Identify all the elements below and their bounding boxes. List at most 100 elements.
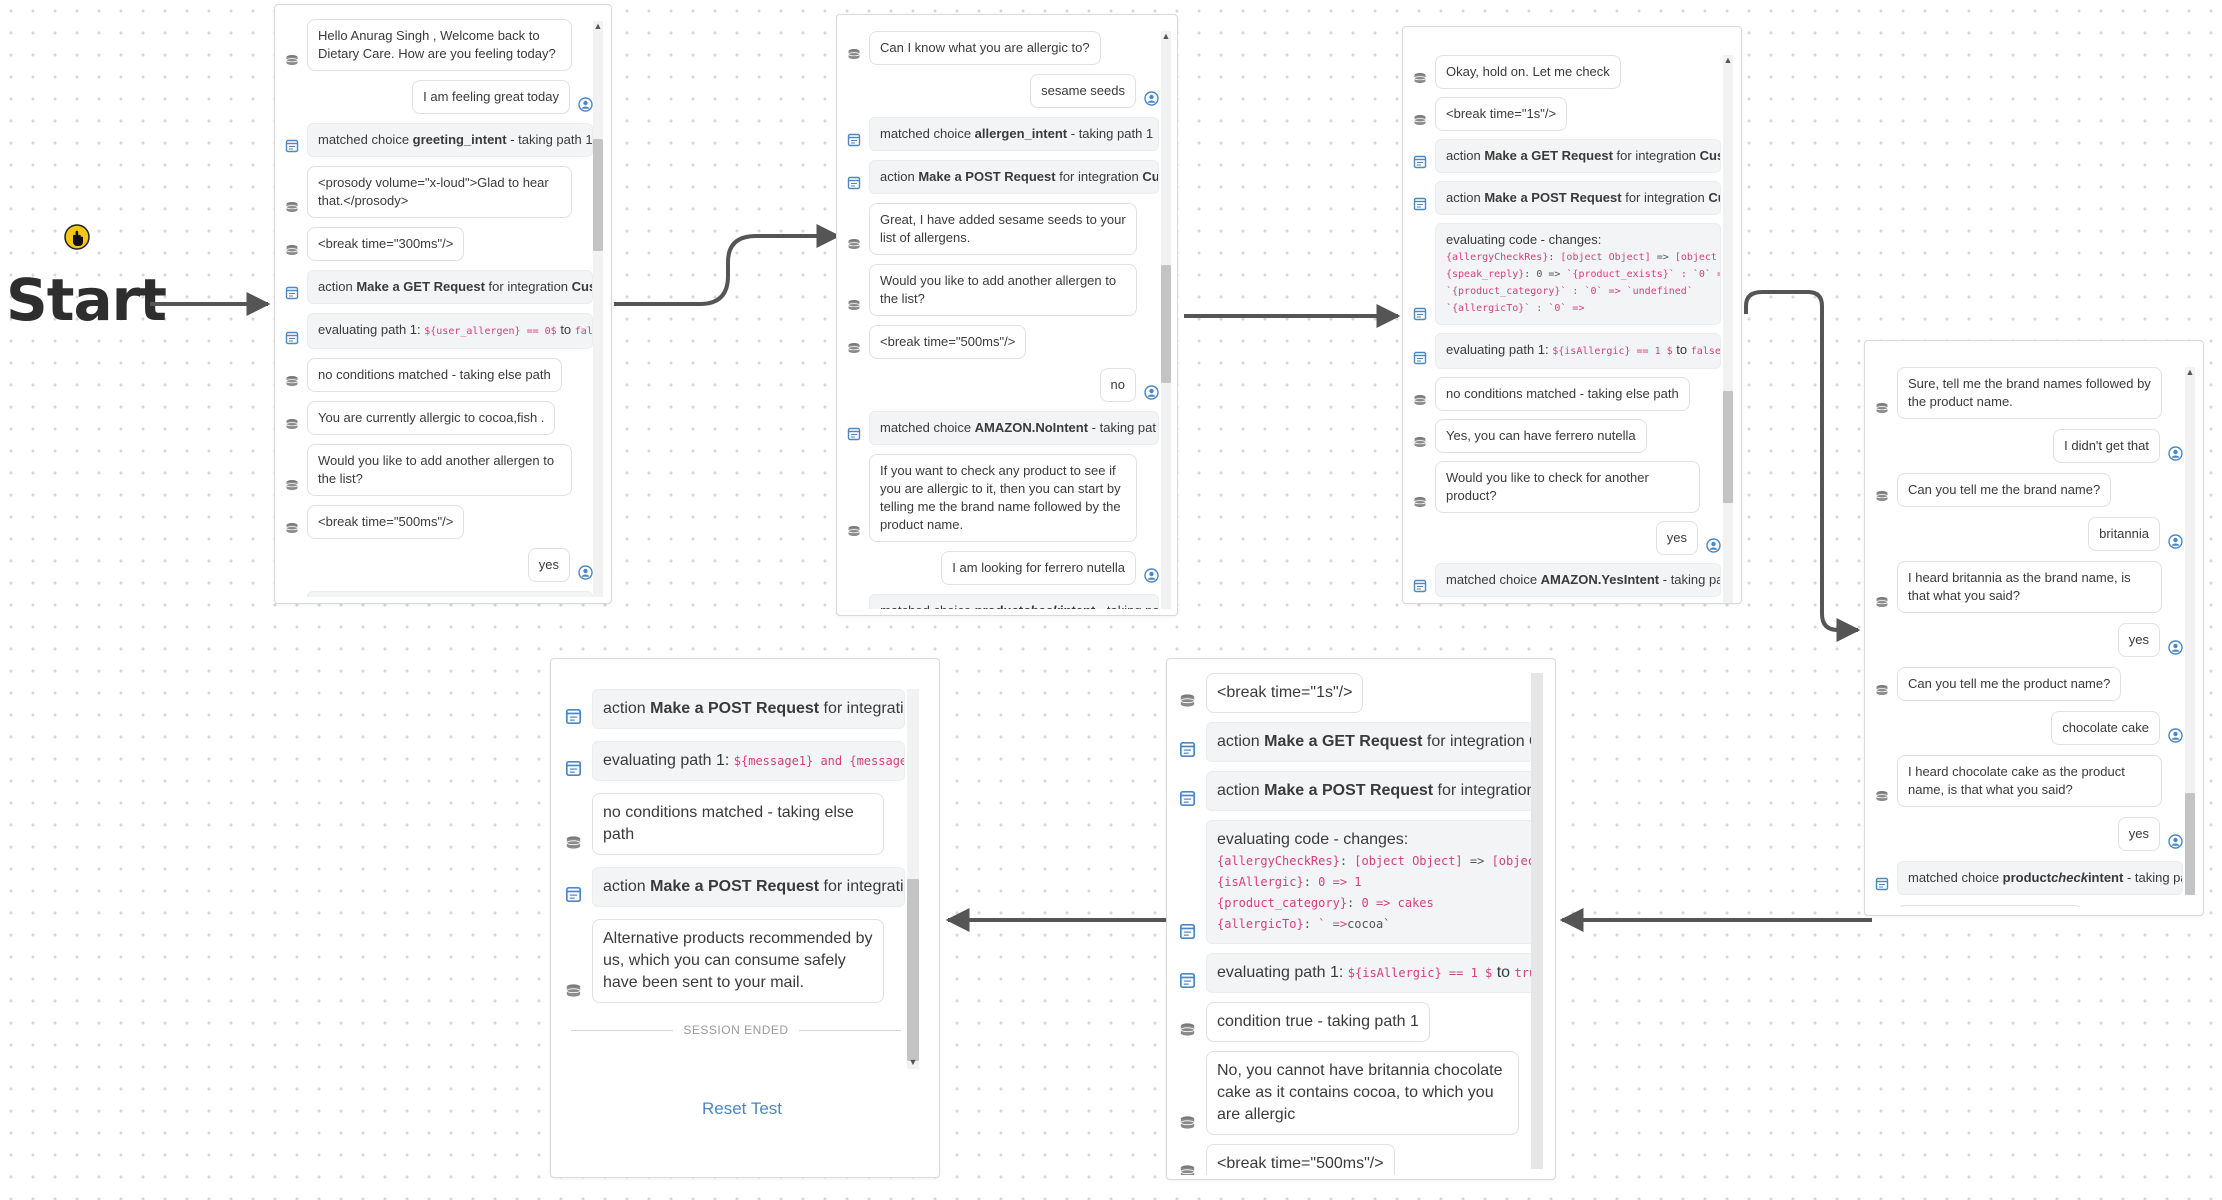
bot-icon: [286, 55, 298, 65]
log-pre: evaluating path 1:: [318, 322, 425, 337]
log-pre: action: [603, 700, 651, 717]
user-message-row: britannia: [1875, 517, 2183, 551]
user-message-row: yes: [285, 548, 593, 582]
scrollbar-p5[interactable]: [1531, 673, 1543, 1169]
user-avatar-icon: [1144, 385, 1159, 400]
log-bold2: Cus: [1699, 148, 1720, 163]
debug-log-icon: [565, 886, 582, 903]
log-bold: Make a GET Request: [1484, 148, 1613, 163]
bot-icon: [286, 523, 298, 533]
transcript-p4[interactable]: Sure, tell me the brand names followed b…: [1875, 367, 2183, 907]
bot-icon: [848, 300, 860, 310]
debug-log-icon: [1875, 877, 1889, 891]
log-pre: evaluating path 1:: [1217, 964, 1348, 981]
debug-log-icon: [1413, 197, 1427, 211]
log-bold2: Cus: [571, 279, 592, 294]
code-token: ` =>: [1318, 917, 1348, 931]
bot-message-bubble: You are currently allergic to cocoa,fish…: [307, 401, 556, 435]
debug-log-row: action Make a POST Request for integrati…: [565, 867, 905, 907]
debug-log-bubble: evaluating path 1: ${isAllergic} == 1 $ …: [1206, 953, 1543, 993]
debug-log-row: matched choice AMAZON.NoIntent - taking …: [847, 411, 1159, 445]
log-bold: product: [975, 603, 1023, 609]
debug-log-bubble: action Make a POST Request for integrati…: [1435, 181, 1721, 215]
scrollbar-p3[interactable]: ▲: [1723, 55, 1733, 603]
scrollbar-p1[interactable]: ▲: [593, 21, 603, 597]
log-post: for integration: [1055, 169, 1143, 184]
bot-message-bubble: Yes, you can have ferrero nutella: [1435, 419, 1647, 453]
debug-log-bubble: evaluating path 1: ${message1} and {mess…: [592, 741, 905, 781]
debug-log-row: evaluating path 1: ${isAllergic} == 1 $ …: [1413, 333, 1721, 369]
transcript-p2[interactable]: Can I know what you are allergic to?sesa…: [847, 31, 1159, 609]
transcript-p5[interactable]: <break time="1s"/> action Make a GET Requ…: [1179, 673, 1543, 1175]
debug-log-row: matched choice allergen_intent - taking …: [847, 117, 1159, 151]
user-message-bubble: yes: [527, 548, 570, 582]
code-token: {product_category}: [1217, 896, 1348, 910]
scrollbar-p2[interactable]: ▲: [1161, 31, 1171, 609]
transcript-p6[interactable]: action Make a POST Request for integrati…: [565, 689, 905, 1069]
log-pre: matched choice: [318, 132, 413, 147]
bot-message-row: Would you like to check for another prod…: [1413, 461, 1721, 513]
transcript-p1[interactable]: Hello Anurag Singh , Welcome back to Die…: [285, 19, 593, 597]
log-post: for integration: [1422, 733, 1530, 750]
log-post: for integration: [823, 878, 904, 895]
bot-icon: [1414, 395, 1426, 405]
code-change-line: {allergicTo}: ` =>cocoa`: [1217, 914, 1532, 935]
bot-icon: [1180, 694, 1195, 707]
debug-log-bubble: matched choice AMAZON.NoIntent - taking …: [869, 411, 1159, 445]
user-message-bubble: I am feeling great today: [412, 80, 570, 114]
chat-panel-2: Can I know what you are allergic to?sesa…: [836, 14, 1178, 616]
debug-log-bubble: matched choice AMAZON.YesIntent - taking…: [307, 591, 593, 597]
arrow-p3-to-p4: [1744, 290, 1861, 642]
log-pre: action: [318, 279, 357, 294]
bot-message-row: Sure, tell me the brand names followed b…: [1875, 367, 2183, 419]
code-separator: :: [1303, 875, 1319, 889]
debug-log-bubble: action Make a GET Request for integratio…: [1206, 722, 1543, 762]
code-token: [object Object]: [1354, 854, 1463, 868]
code-separator: : 0 =>: [1524, 269, 1567, 280]
debug-log-bubble: matched choice productcheckintent - taki…: [869, 594, 1159, 609]
log-pre: action: [1446, 190, 1485, 205]
log-pre: matched choice: [880, 603, 975, 609]
log-code: ${user_allergen} == 0$: [424, 326, 557, 337]
bot-icon: [1414, 437, 1426, 447]
log-post: for integration: [823, 700, 904, 717]
debug-log-icon: [1179, 741, 1196, 758]
debug-log-row: matched choice AMAZON.YesIntent - taking…: [285, 591, 593, 597]
log-pre: action: [1217, 733, 1265, 750]
debug-log-icon: [285, 331, 299, 345]
debug-log-bubble: action Make a POST Request for integrati…: [592, 689, 905, 729]
bot-message-bubble: <break time="500ms"/>: [307, 505, 465, 539]
debug-log-icon: [1179, 790, 1196, 807]
log-post: - taking pa: [1095, 603, 1158, 609]
log-code2: fal: [574, 326, 593, 337]
user-message-bubble: yes: [2117, 623, 2160, 657]
bot-message-row: <break time="300ms"/>: [285, 227, 593, 261]
bot-message-bubble: <break time="1s"/>: [1206, 673, 1364, 713]
bot-message-row: no conditions matched - taking else path: [285, 358, 593, 392]
start-label: Start: [6, 266, 167, 334]
code-token: [object Object]: [1560, 252, 1651, 263]
bot-icon: [566, 984, 581, 997]
log-post: - taking pa: [1659, 572, 1721, 587]
user-message-row: no: [847, 368, 1159, 402]
log-code: ${isAllergic} == 1 $: [1552, 346, 1673, 357]
bot-icon: [1180, 1023, 1195, 1036]
debug-log-row: evaluating code - changes:{allergyCheckR…: [1179, 820, 1543, 944]
bot-message-row: Alternative products recommended by us, …: [565, 919, 905, 1003]
debug-log-row: evaluating path 1: ${isAllergic} == 1 $ …: [1179, 953, 1543, 993]
transcript-p3[interactable]: Okay, hold on. Let me check<break time="…: [1413, 55, 1721, 603]
user-avatar-icon: [578, 565, 593, 580]
log-pre: matched choice: [1908, 870, 2003, 885]
user-message-row: yes: [1875, 623, 2183, 657]
debug-log-bubble: evaluating code - changes:{allergyCheckR…: [1435, 223, 1721, 325]
debug-log-bubble: action Make a POST Request for integrati…: [869, 160, 1159, 194]
log-italic: check: [2051, 870, 2088, 885]
bot-icon: [1876, 791, 1888, 801]
reset-test-link[interactable]: Reset Test: [702, 1099, 783, 1118]
log-pre: evaluating path 1:: [603, 752, 734, 769]
scrollbar-p4[interactable]: ▲: [2185, 367, 2195, 895]
scrollbar-p6[interactable]: ▼: [907, 689, 919, 1069]
log-pre: action: [1217, 782, 1265, 799]
log-code2: false: [1690, 346, 1721, 357]
user-avatar-icon: [1144, 91, 1159, 106]
